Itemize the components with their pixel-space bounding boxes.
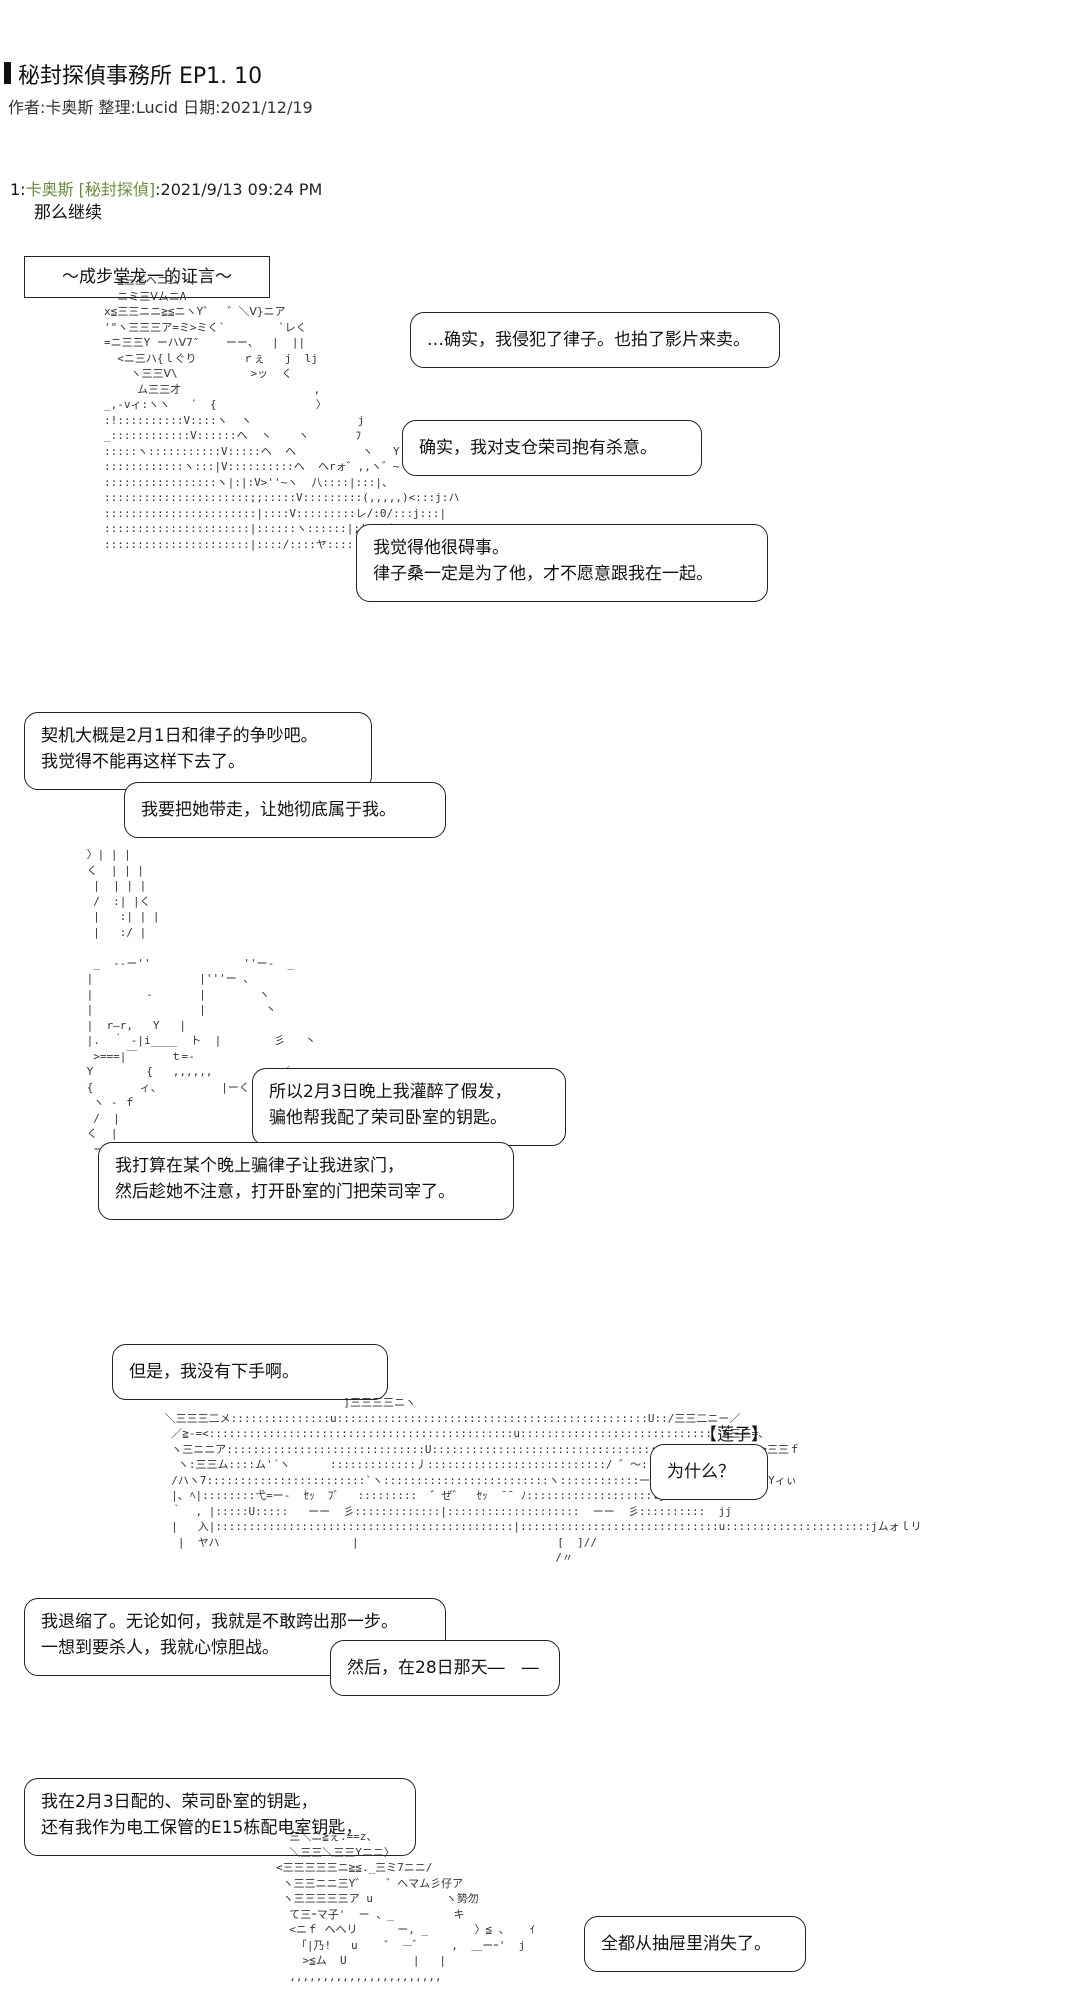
speech-bubble: 全都从抽屉里消失了。	[584, 1916, 806, 1972]
speaker-label: 【莲子】	[700, 1425, 768, 1445]
speech-bubble: 但是，我没有下手啊。	[112, 1344, 388, 1400]
speech-bubble: 我要把她带走，让她彻底属于我。	[124, 782, 446, 838]
speech-bubble: 我觉得他很碍事。 律子桑一定是为了他，才不愿意跟我在一起。	[356, 524, 768, 602]
dialogue-text: 然后趁她不注意，打开卧室的门把荣司宰了。	[115, 1182, 455, 1202]
dialogue-text: 一想到要杀人，我就心惊胆战。	[41, 1638, 279, 1658]
speech-bubble: 我退缩了。无论如何，我就是不敢跨出那一步。 一想到要杀人，我就心惊胆战。	[24, 1598, 446, 1676]
post-number: 1:	[10, 180, 26, 199]
title-marker	[4, 62, 11, 84]
speech-bubble: 为什么？	[650, 1444, 768, 1500]
character-ascii-art-3: ]三三三三ニヽ ＼三三三二メ:::::::::::::::u::::::::::…	[164, 1396, 922, 1564]
page-meta: 作者:卡奥斯 整理:Lucid 日期:2021/12/19	[8, 98, 313, 117]
dialogue-text: 全都从抽屉里消失了。	[601, 1934, 771, 1954]
dialogue-text: 契机大概是2月1日和律子的争吵吧。	[41, 726, 318, 746]
dialogue-text: 律子桑一定是为了他，才不愿意跟我在一起。	[373, 564, 713, 584]
dialogue-text: 骗他帮我配了荣司卧室的钥匙。	[269, 1108, 507, 1128]
post-body: 那么继续	[34, 203, 102, 223]
speech-bubble: 我打算在某个晚上骗律子让我进家门， 然后趁她不注意，打开卧室的门把荣司宰了。	[98, 1142, 514, 1220]
dialogue-text: 为什么？	[667, 1462, 735, 1482]
dialogue-text: 但是，我没有下手啊。	[129, 1362, 299, 1382]
speech-bubble: 然后，在28日那天― ―	[330, 1640, 560, 1696]
speech-bubble: 确实，我对支仓荣司抱有杀意。	[402, 420, 702, 476]
dialogue-text: 然后，在28日那天― ―	[347, 1658, 539, 1678]
dialogue-text: 我在2月3日配的、荣司卧室的钥匙，	[41, 1792, 318, 1812]
testimony-title: ～成步堂龙一的证言～	[62, 267, 232, 287]
dialogue-text: 我退缩了。无论如何，我就是不敢跨出那一步。	[41, 1612, 398, 1632]
post-timestamp: :2021/9/13 09:24 PM	[155, 180, 323, 199]
speech-bubble: 所以2月3日晚上我灌醉了假发， 骗他帮我配了荣司卧室的钥匙。	[252, 1068, 566, 1146]
character-ascii-art-4: 三＼ニ≧ぇ.==z、 ＼三三＼三三Yニニ〉 <三三三三三ニ≧≦._三ミ7ニニ/ …	[276, 1830, 536, 1983]
page-title: 秘封探偵事務所 EP1. 10	[18, 64, 263, 89]
speech-bubble: 契机大概是2月1日和律子的争吵吧。 我觉得不能再这样下去了。	[24, 712, 372, 790]
dialogue-text: 还有我作为电工保管的E15栋配电室钥匙，	[41, 1818, 363, 1838]
post-header: 1:卡奥斯 [秘封探偵]:2021/9/13 09:24 PM	[10, 176, 322, 200]
dialogue-text: …确实，我侵犯了律子。也拍了影片来卖。	[427, 330, 750, 350]
dialogue-text: 我觉得不能再这样下去了。	[41, 752, 245, 772]
dialogue-text: 所以2月3日晚上我灌醉了假发，	[269, 1082, 512, 1102]
dialogue-text: 我觉得他很碍事。	[373, 538, 509, 558]
speech-bubble: 我在2月3日配的、荣司卧室的钥匙， 还有我作为电工保管的E15栋配电室钥匙，	[24, 1778, 416, 1856]
speech-bubble: …确实，我侵犯了律子。也拍了影片来卖。	[410, 312, 780, 368]
testimony-title-box: ～成步堂龙一的证言～	[24, 256, 270, 298]
character-ascii-art-1: ≦三三ヘニム丶、 ニミ三ⅤムニΛ x≦三三ニニ≧≦ニヽY゛ ゛＼Ⅴ}ニア '"ヽ…	[104, 274, 460, 551]
dialogue-text: 我要把她带走，让她彻底属于我。	[141, 800, 396, 820]
dialogue-text: 确实，我对支仓荣司抱有杀意。	[419, 438, 657, 458]
post-author[interactable]: 卡奥斯 [秘封探偵]	[25, 180, 156, 199]
dialogue-text: 我打算在某个晚上骗律子让我进家门，	[115, 1156, 404, 1176]
